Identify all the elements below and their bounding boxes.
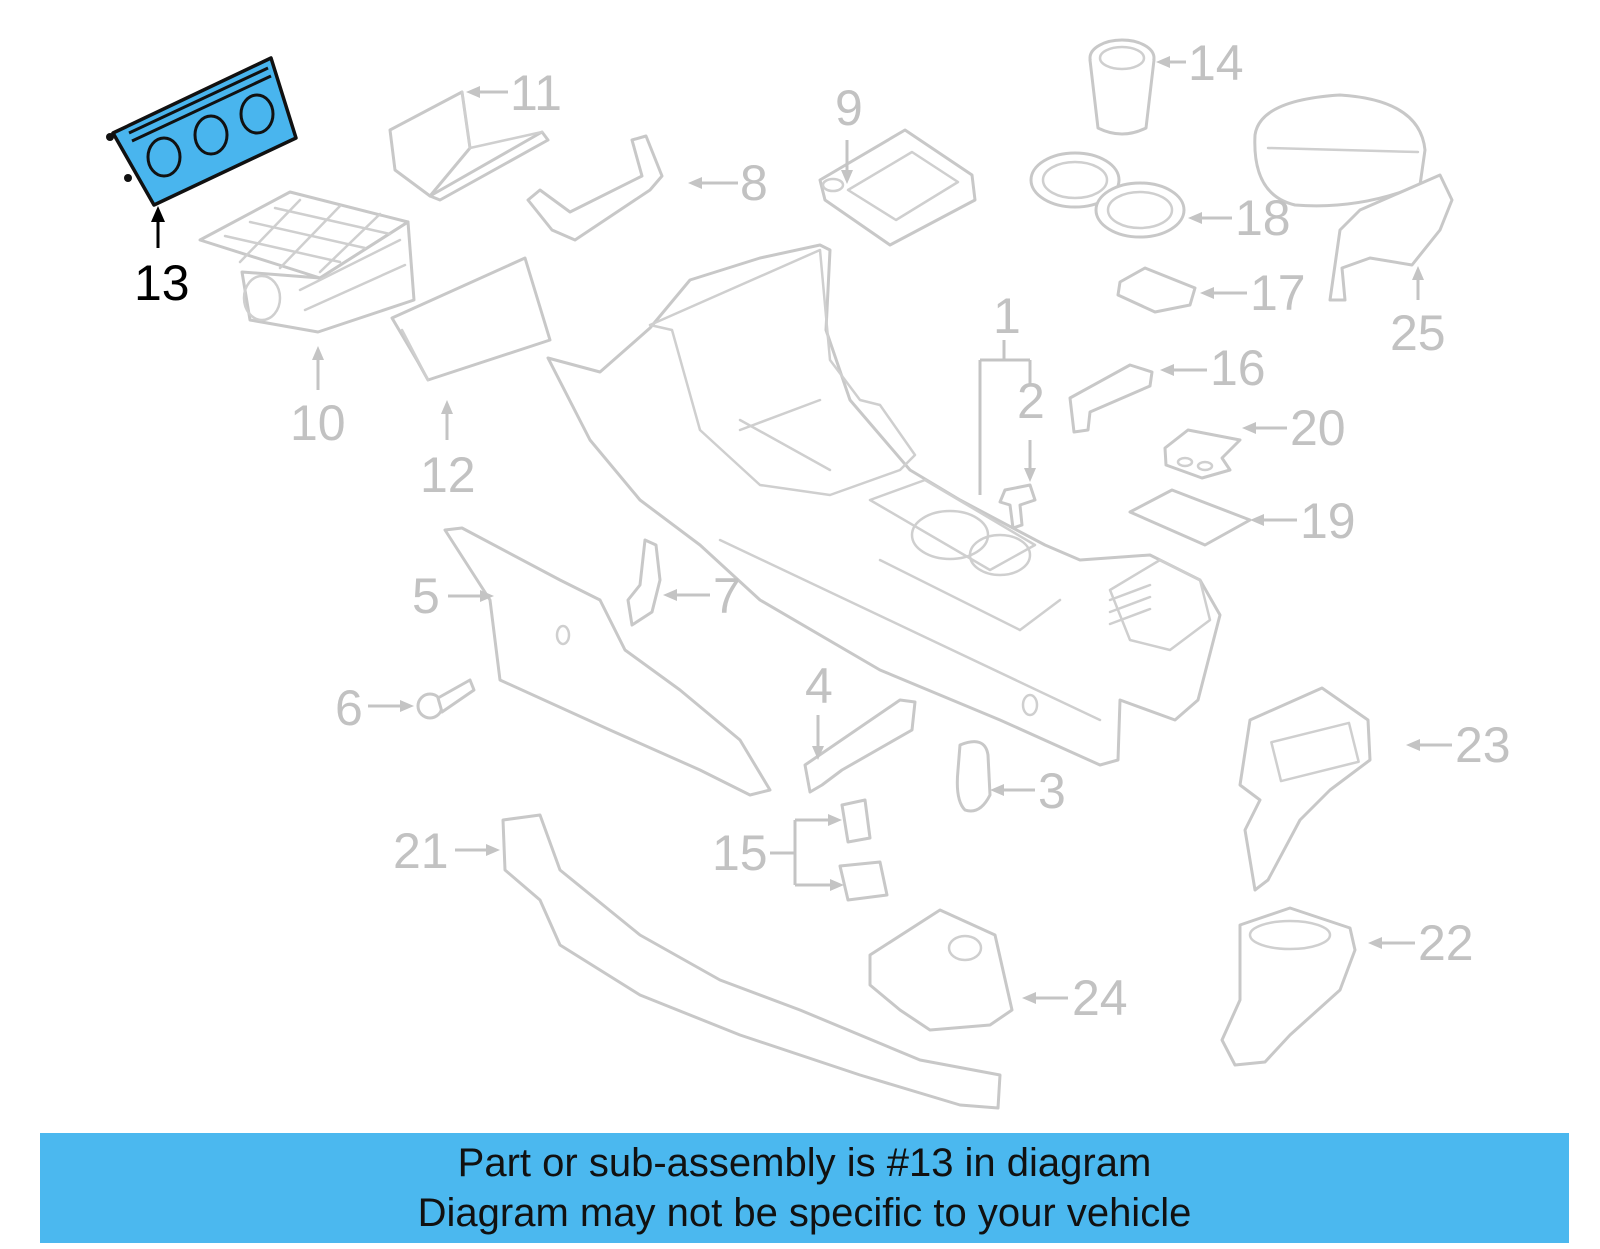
part-3 [955, 740, 992, 813]
callout-18: 18 [1235, 190, 1291, 246]
callout-4: 4 [805, 658, 833, 714]
callout-6: 6 [335, 680, 363, 736]
callout-14: 14 [1188, 35, 1244, 91]
callout-25: 25 [1390, 305, 1446, 361]
part-14 [1088, 38, 1156, 136]
part-18 [1029, 151, 1186, 239]
callout-13-leader [151, 206, 165, 248]
part-10 [198, 190, 416, 334]
callout-12: 12 [420, 447, 476, 503]
part-8 [526, 134, 664, 242]
part-21 [501, 813, 1002, 1110]
part-5 [443, 526, 772, 797]
callout-11: 11 [510, 65, 562, 121]
callout-22: 22 [1418, 915, 1474, 971]
part-4 [803, 698, 917, 794]
callout-10: 10 [290, 395, 346, 451]
callout-17: 17 [1250, 265, 1306, 321]
part-12 [390, 256, 552, 382]
part-19 [1128, 488, 1252, 547]
callouts: 1 2 3 4 5 6 7 8 9 1 [134, 35, 1511, 1026]
part-22 [1220, 906, 1357, 1067]
callout-3: 3 [1038, 763, 1066, 819]
part-25 [1253, 93, 1454, 302]
callout-23: 23 [1455, 717, 1511, 773]
part-9 [818, 128, 977, 247]
banner-line-2: Diagram may not be specific to your vehi… [417, 1191, 1192, 1235]
callout-21: 21 [393, 823, 449, 879]
callout-9: 9 [835, 80, 863, 136]
banner-line-1: Part or sub-assembly is #13 in diagram [457, 1141, 1152, 1185]
part-7 [626, 538, 662, 627]
callout-13: 13 [134, 255, 190, 311]
part-17 [1116, 266, 1197, 314]
part-16 [1068, 363, 1154, 434]
part-24 [868, 908, 1014, 1032]
callout-7: 7 [713, 568, 741, 624]
callout-5: 5 [412, 568, 440, 624]
part-23 [1238, 686, 1372, 892]
part-15 [838, 798, 889, 902]
callout-20: 20 [1290, 400, 1346, 456]
part-13-highlighted[interactable] [106, 56, 298, 207]
part-20 [1163, 428, 1242, 480]
part-6 [416, 678, 476, 720]
callout-16: 16 [1210, 340, 1266, 396]
callout-2: 2 [1017, 373, 1045, 429]
part-11 [388, 90, 550, 202]
callout-8: 8 [740, 155, 768, 211]
part-2 [998, 483, 1037, 530]
callout-15: 15 [712, 825, 768, 881]
callout-24: 24 [1072, 970, 1128, 1026]
callout-19: 19 [1300, 493, 1356, 549]
part-1-console [546, 243, 1222, 767]
info-banner: Part or sub-assembly is #13 in diagram D… [40, 1133, 1569, 1243]
callout-1: 1 [993, 288, 1021, 344]
